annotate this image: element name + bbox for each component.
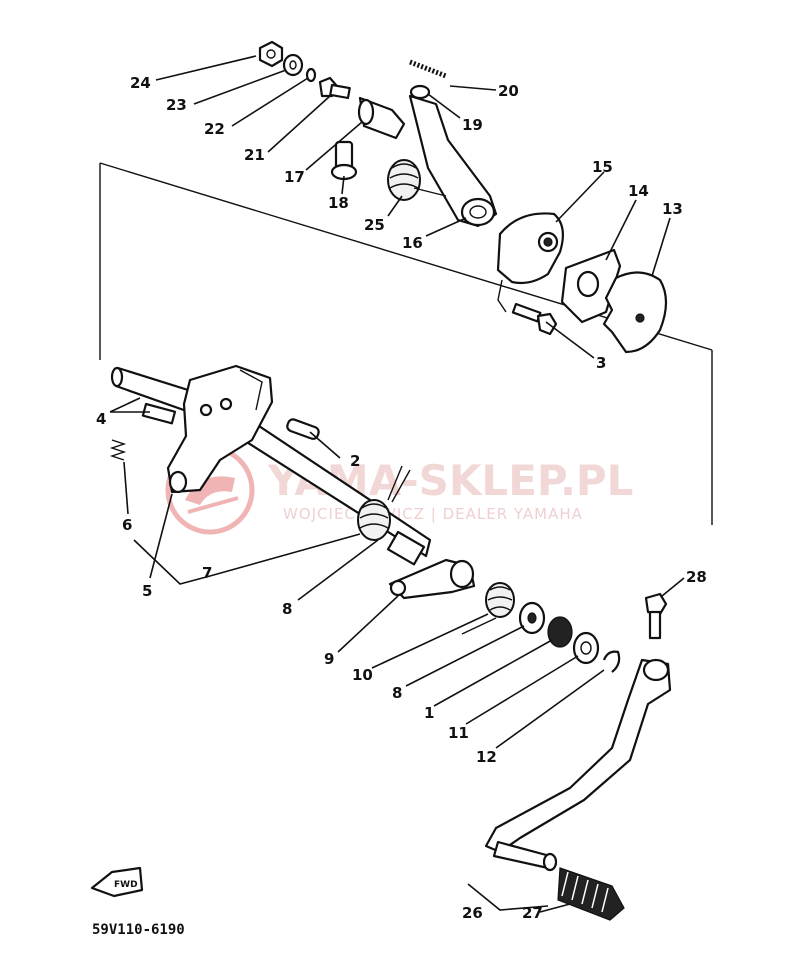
diagram-code: 59V110-6190 (92, 922, 185, 938)
label-20: 20 (498, 82, 519, 100)
label-9: 9 (324, 650, 334, 668)
joint-17-icon (357, 96, 406, 140)
label-15: 15 (592, 158, 613, 176)
label-14: 14 (628, 182, 649, 200)
nut-24-icon (258, 40, 284, 68)
fwd-badge: FWD (114, 880, 138, 890)
label-13: 13 (662, 200, 683, 218)
label-12: 12 (476, 748, 497, 766)
label-4: 4 (96, 410, 106, 428)
part-labels: 24 23 22 21 20 19 17 18 25 16 15 14 13 3… (96, 74, 707, 922)
shift-arm-16-icon (408, 94, 498, 228)
label-26: 26 (462, 904, 483, 922)
label-19: 19 (462, 116, 483, 134)
label-8-lower: 8 (392, 684, 402, 702)
label-17: 17 (284, 168, 305, 186)
spring-washer-22-icon (305, 67, 317, 83)
label-7: 7 (202, 564, 212, 582)
label-3: 3 (596, 354, 606, 372)
label-21: 21 (244, 146, 265, 164)
label-16: 16 (402, 234, 423, 252)
gasket-14-icon (560, 248, 622, 324)
washer-11-icon (572, 631, 600, 665)
cover-13-icon (602, 271, 668, 354)
label-8-upper: 8 (282, 600, 292, 618)
label-10: 10 (352, 666, 373, 684)
bolt-3-icon (511, 302, 558, 336)
washer-23-icon (282, 53, 304, 77)
pin-2-icon (286, 418, 320, 440)
label-1: 1 (424, 704, 434, 722)
shift-shaft-assembly (109, 364, 621, 673)
watermark-subtitle: WOJCIECHOWICZ | DEALER YAMAHA (283, 505, 583, 523)
spring-6-icon (109, 439, 127, 461)
plate-15-icon (496, 212, 565, 313)
label-25: 25 (364, 216, 385, 234)
label-28: 28 (686, 568, 707, 586)
pin-18-icon (330, 140, 358, 181)
lever-9-icon (388, 558, 476, 600)
spring-25-icon (387, 159, 447, 201)
seal-1-icon (547, 616, 573, 648)
washer-8b-icon (518, 601, 546, 635)
label-11: 11 (448, 724, 469, 742)
label-18: 18 (328, 194, 349, 212)
circlip-12-icon (602, 650, 621, 673)
shift-guide-icon (166, 364, 274, 494)
bolt-21-icon (318, 76, 351, 100)
leader-lines (109, 55, 685, 913)
label-2: 2 (350, 452, 360, 470)
label-6: 6 (122, 516, 132, 534)
label-23: 23 (166, 96, 187, 114)
label-27: 27 (522, 904, 543, 922)
label-5: 5 (142, 582, 152, 600)
pin-4a-icon (141, 402, 177, 425)
label-24: 24 (130, 74, 151, 92)
spring-8a-icon (357, 465, 411, 541)
fwd-arrow-icon: FWD (90, 866, 144, 898)
pedal-rubber-27-icon (557, 867, 625, 921)
bolt-28-icon (644, 592, 668, 640)
shift-pedal-assembly (484, 592, 672, 921)
upper-linkage (258, 40, 668, 354)
label-22: 22 (204, 120, 225, 138)
pin-20-icon (409, 59, 447, 79)
spring-10-icon (461, 582, 515, 635)
